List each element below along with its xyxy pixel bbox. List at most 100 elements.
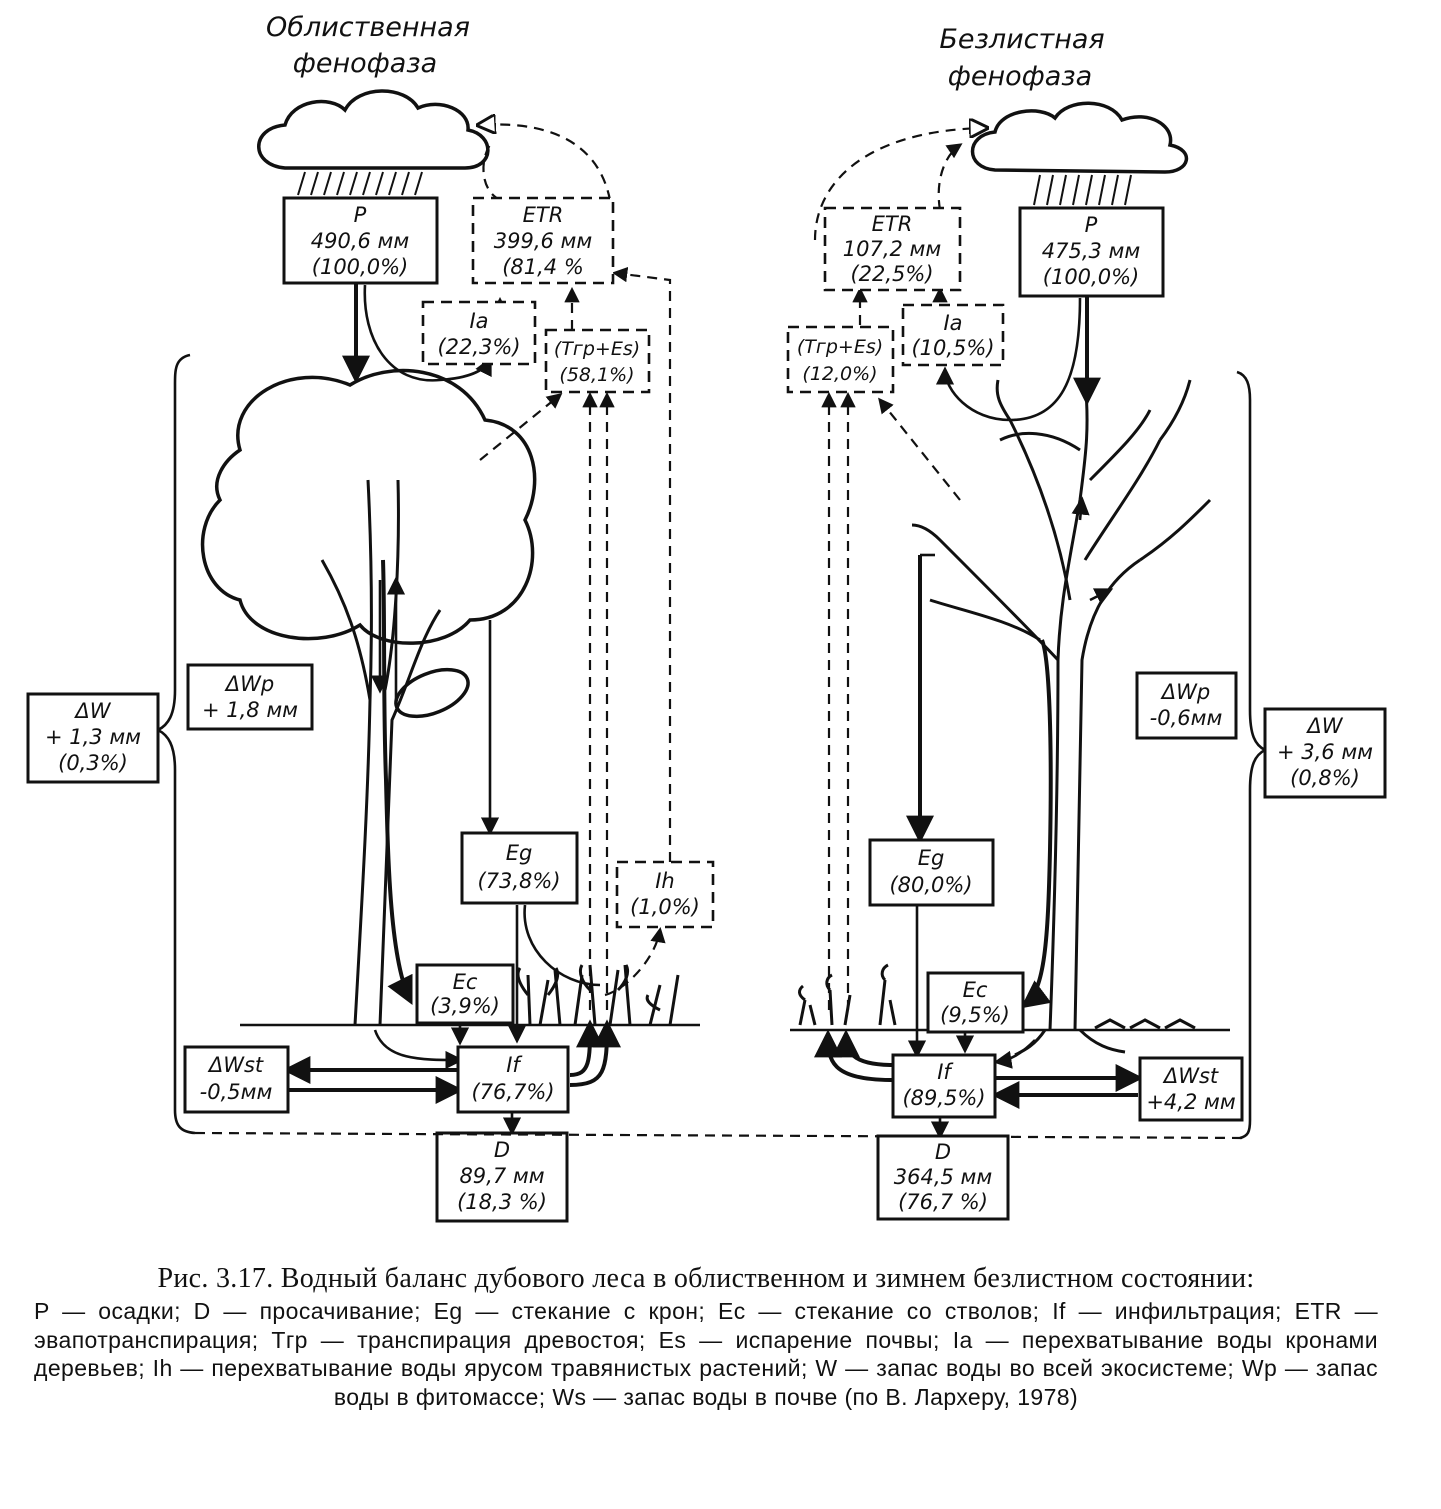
svg-text:(12,0%): (12,0%) — [802, 363, 877, 385]
leafless-herb-layer-icon — [798, 963, 1196, 1030]
svg-text:(76,7%): (76,7%) — [471, 1080, 554, 1104]
svg-text:Ec: Ec — [453, 970, 478, 994]
svg-text:(0,3%): (0,3%) — [58, 751, 128, 775]
leafy-cloud-icon — [257, 89, 490, 170]
svg-text:ΔWst: ΔWst — [207, 1053, 264, 1077]
svg-text:(Tгр+Es): (Tгр+Es) — [554, 338, 640, 360]
leafy-phase-title-line2: фенофаза — [293, 48, 437, 79]
leafless-box-ia: Ia (10,5%) — [901, 303, 1005, 367]
leafy-phase: Облиственная фенофаза — [26, 12, 715, 1223]
leafy-box-tr-es: (Tгр+Es) (58,1%) — [544, 328, 651, 394]
svg-text:(1,0%): (1,0%) — [630, 895, 700, 919]
svg-text:ΔW: ΔW — [73, 699, 111, 723]
leafy-box-dw: ΔW + 1,3 мм (0,3%) — [26, 692, 160, 784]
svg-text:+4,2 мм: +4,2 мм — [1146, 1090, 1236, 1114]
leafy-rain-icon — [297, 171, 423, 196]
leafy-phase-title-line1: Облиственная — [266, 12, 470, 43]
caption-legend: P — осадки; D — просачивание; Eg — стека… — [34, 1298, 1378, 1410]
svg-text:If: If — [506, 1053, 523, 1077]
svg-text:(9,5%): (9,5%) — [940, 1003, 1010, 1027]
leafy-box-p: P 490,6 мм (100,0%) — [282, 196, 439, 285]
svg-text:D: D — [494, 1138, 510, 1162]
leafless-box-eg: Eg (80,0%) — [868, 838, 995, 907]
leafy-box-etr: ETR 399,6 мм (81,4 % — [471, 196, 615, 285]
svg-text:364,5 мм: 364,5 мм — [894, 1165, 993, 1189]
leafless-stemflow-path — [1020, 639, 1053, 1009]
svg-text:Ia: Ia — [469, 309, 488, 333]
leafless-box-p: P 475,3 мм (100,0%) — [1018, 206, 1165, 298]
leafless-phase-title-line2: фенофаза — [948, 61, 1092, 92]
svg-text:(80,0%): (80,0%) — [889, 873, 972, 897]
leafy-box-ia: Ia (22,3%) — [421, 300, 537, 366]
soil-boundary-line — [194, 1131, 1246, 1140]
svg-text:ΔWp: ΔWp — [1160, 680, 1210, 704]
svg-text:-0,6мм: -0,6мм — [1150, 706, 1223, 730]
svg-text:ΔW: ΔW — [1305, 714, 1343, 738]
figure-caption: Рис. 3.17. Водный баланс дубового леса в… — [34, 1262, 1378, 1411]
svg-text:+ 1,3 мм: + 1,3 мм — [45, 725, 141, 749]
svg-text:ΔWst: ΔWst — [1162, 1064, 1219, 1088]
svg-text:Ec: Ec — [963, 978, 988, 1002]
svg-text:If: If — [937, 1060, 954, 1084]
svg-text:(10,5%): (10,5%) — [911, 336, 994, 360]
leafless-cloud-icon — [970, 101, 1189, 174]
svg-text:Ia: Ia — [943, 311, 962, 335]
leafless-box-dwp: ΔWp -0,6мм — [1135, 671, 1238, 740]
svg-text:ETR: ETR — [523, 203, 564, 227]
leafless-box-dwst: ΔWst +4,2 мм — [1138, 1056, 1244, 1122]
leafless-box-tr-es: (Tгр+Es) (12,0%) — [786, 325, 895, 394]
svg-text:(76,7 %): (76,7 %) — [898, 1190, 988, 1214]
leafy-stemflow-path — [381, 559, 413, 1006]
leafless-box-d: D 364,5 мм (76,7 %) — [876, 1134, 1010, 1221]
svg-text:107,2 мм: 107,2 мм — [843, 237, 942, 261]
svg-text:ETR: ETR — [872, 212, 913, 236]
svg-text:(22,5%): (22,5%) — [850, 262, 933, 286]
leafless-box-dw: ΔW + 3,6 мм (0,8%) — [1263, 707, 1387, 799]
svg-text:Eg: Eg — [918, 846, 945, 870]
leafy-box-eg: Eg (73,8%) — [460, 831, 579, 905]
svg-text:Eg: Eg — [506, 841, 533, 865]
water-balance-diagram: Облиственная фенофаза — [26, 12, 1387, 1223]
leafless-etr-to-cloud — [813, 128, 985, 241]
leafy-box-if: If (76,7%) — [456, 1045, 570, 1114]
svg-text:(18,3 %): (18,3 %) — [457, 1190, 547, 1214]
leafy-box-d: D 89,7 мм (18,3 %) — [435, 1131, 569, 1223]
svg-text:490,6 мм: 490,6 мм — [311, 229, 410, 253]
leafy-system-brace — [155, 353, 196, 1135]
svg-text:(Tгр+Es): (Tгр+Es) — [797, 336, 883, 358]
svg-text:D: D — [935, 1140, 951, 1164]
leafless-phase-title-line1: Безлистная — [939, 24, 1104, 55]
svg-text:+ 1,8 мм: + 1,8 мм — [202, 698, 298, 722]
svg-text:-0,5мм: -0,5мм — [200, 1080, 273, 1104]
leafy-box-ih: Ih (1,0%) — [615, 860, 715, 929]
leafy-herb-layer-icon — [516, 964, 680, 1026]
svg-text:(58,1%): (58,1%) — [559, 364, 634, 386]
svg-text:Ih: Ih — [655, 869, 675, 893]
svg-text:(73,8%): (73,8%) — [477, 869, 560, 893]
svg-text:P: P — [1085, 213, 1098, 237]
leafy-box-ec: Ec (3,9%) — [415, 963, 515, 1025]
leafless-box-etr: ETR 107,2 мм (22,5%) — [823, 206, 962, 292]
svg-text:475,3 мм: 475,3 мм — [1042, 239, 1141, 263]
svg-text:(3,9%): (3,9%) — [430, 994, 500, 1018]
svg-text:(100,0%): (100,0%) — [1043, 265, 1139, 289]
svg-text:399,6 мм: 399,6 мм — [494, 229, 593, 253]
svg-text:(22,3%): (22,3%) — [437, 335, 520, 359]
leafy-box-dwst: ΔWst -0,5мм — [183, 1045, 290, 1114]
svg-text:P: P — [354, 203, 367, 227]
leafless-box-if: If (89,5%) — [891, 1053, 997, 1119]
leafless-box-ec: Ec (9,5%) — [926, 971, 1025, 1034]
svg-text:(89,5%): (89,5%) — [902, 1086, 985, 1110]
leafy-etr-to-cloud — [480, 124, 612, 201]
svg-text:89,7 мм: 89,7 мм — [459, 1164, 544, 1188]
leafless-rain-icon — [1033, 174, 1132, 206]
leafy-tree-trunk-icon — [320, 479, 442, 1026]
svg-text:(81,4 %: (81,4 % — [502, 255, 584, 279]
leafless-phase: Безлистная фенофаза — [786, 24, 1387, 1221]
svg-text:(0,8%): (0,8%) — [1290, 766, 1360, 790]
svg-text:(100,0%): (100,0%) — [312, 255, 408, 279]
caption-title: Рис. 3.17. Водный баланс дубового леса в… — [157, 1263, 1255, 1294]
svg-text:+ 3,6 мм: + 3,6 мм — [1277, 740, 1373, 764]
leafless-system-brace — [1236, 370, 1268, 1140]
svg-text:ΔWp: ΔWp — [224, 672, 274, 696]
